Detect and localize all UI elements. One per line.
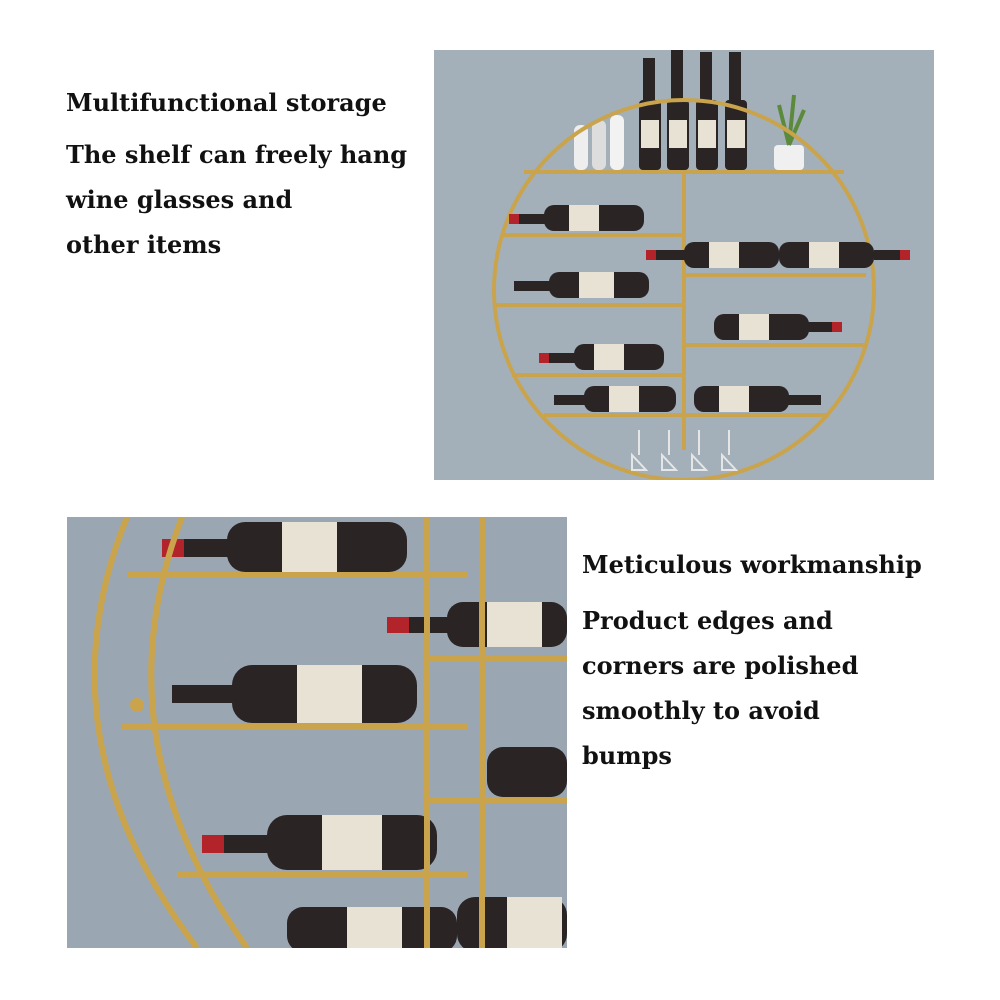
- wine-rack-closeup-illustration: [67, 517, 567, 948]
- workmanship-text-line-2: corners are polished: [582, 651, 859, 680]
- standing-bottles: [574, 50, 806, 170]
- storage-text-line-2: wine glasses and: [66, 185, 293, 214]
- workmanship-heading: Meticulous workmanship: [582, 550, 922, 579]
- workmanship-text-line-4: bumps: [582, 741, 672, 770]
- workmanship-text-line-1: Product edges and: [582, 606, 833, 635]
- wine-rack-full-photo: [434, 50, 934, 480]
- feature-storage: Multifunctional storage The shelf can fr…: [66, 88, 436, 267]
- storage-text-line-1: The shelf can freely hang: [66, 140, 408, 169]
- feature-workmanship: Meticulous workmanship Product edges and…: [582, 550, 982, 778]
- workmanship-text-line-3: smoothly to avoid: [582, 696, 820, 725]
- closeup-frame: [91, 517, 567, 948]
- wine-rack-detail-photo: [67, 517, 567, 948]
- hanging-glasses: [631, 430, 739, 471]
- wine-rack-illustration: [434, 50, 934, 480]
- round-frame: [492, 98, 876, 480]
- storage-text-line-3: other items: [66, 230, 222, 259]
- lying-bottles: [509, 205, 910, 412]
- storage-heading: Multifunctional storage: [66, 88, 387, 117]
- mounting-hole-icon: [130, 698, 144, 712]
